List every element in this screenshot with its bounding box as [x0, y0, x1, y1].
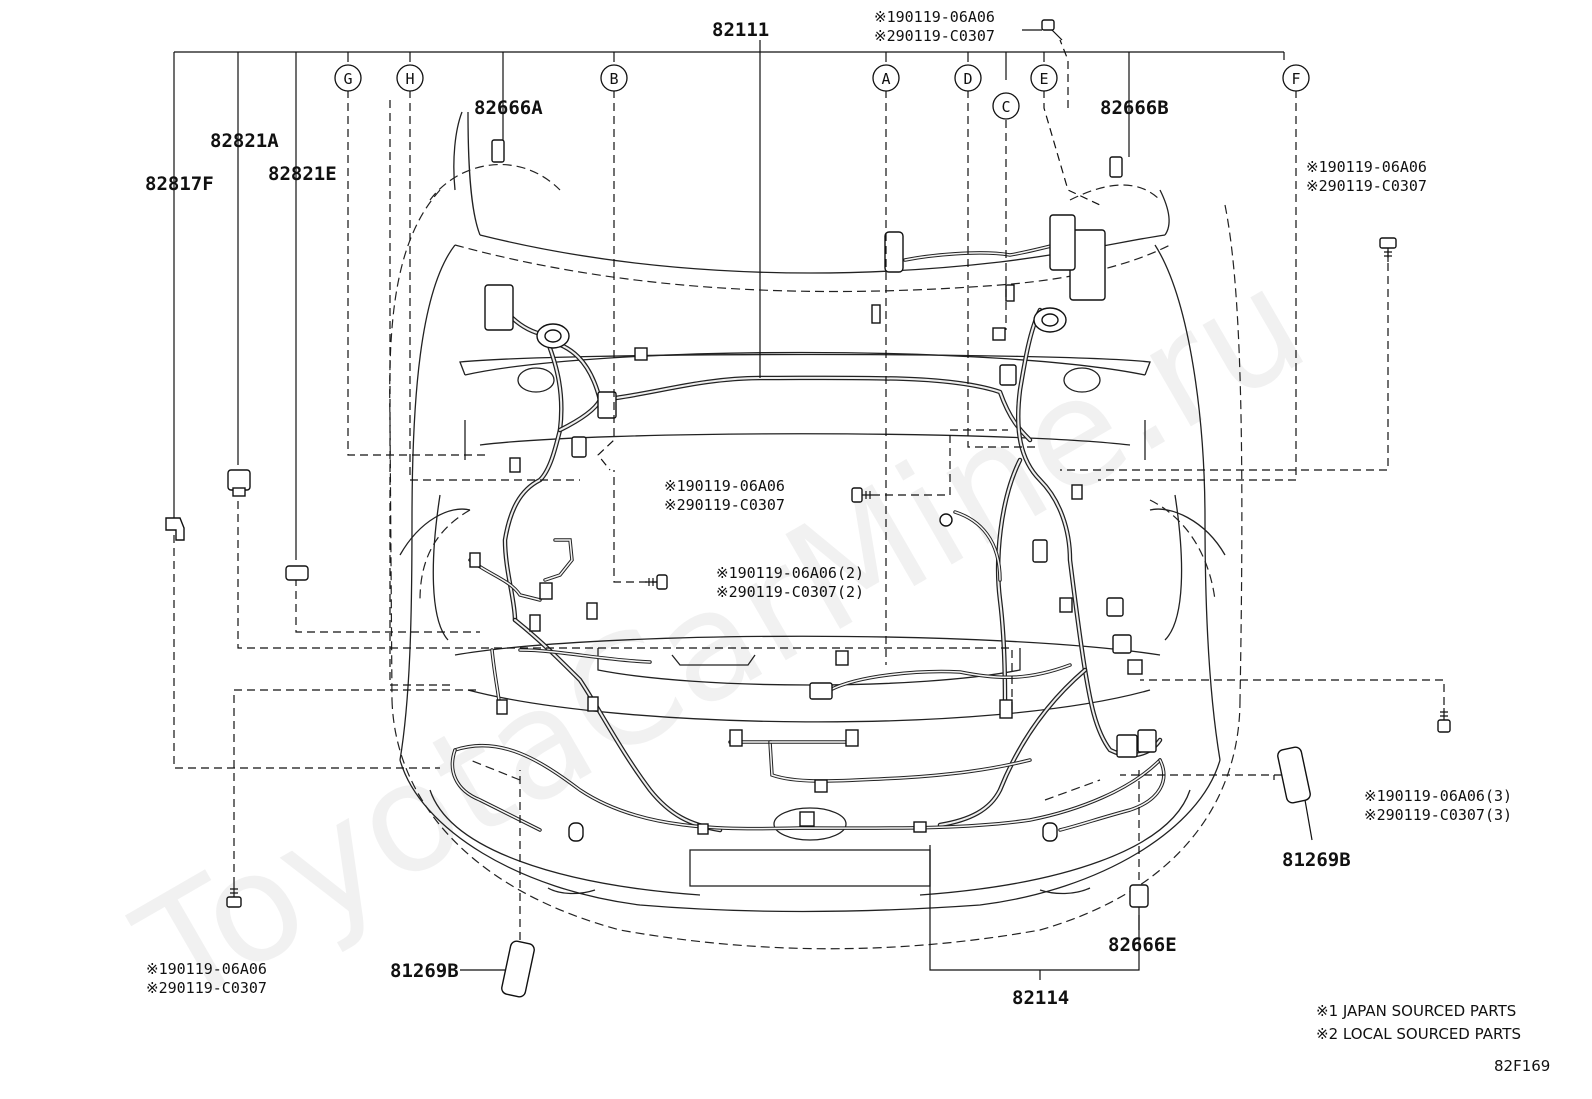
callout-right-upper-line1: ※190119-06A06	[1306, 158, 1427, 176]
part-labels: 82111 82666A 82666B 82821A 82821E 82817F…	[145, 19, 1351, 1009]
callout-center-line1: ※190119-06A06	[664, 477, 785, 495]
callout-right-lower-line2: ※290119-C0307(3)	[1364, 806, 1512, 824]
marker-b: B	[600, 64, 628, 92]
callout-center-line2: ※290119-C0307	[664, 496, 785, 514]
watermark: ToyotaCarMine.ru	[110, 235, 1333, 1041]
engine-room-wire-harness	[450, 233, 1166, 833]
protector-81269b-left-icon	[501, 940, 535, 998]
svg-text:G: G	[343, 70, 352, 88]
label-82666a: 82666A	[474, 97, 543, 119]
clamp-82666e-icon	[1129, 884, 1149, 908]
label-81269b-left: 81269B	[390, 960, 459, 982]
svg-text:E: E	[1039, 70, 1048, 88]
bolt-icon	[645, 574, 668, 590]
clamp-82817f-icon	[165, 517, 185, 541]
marker-h: H	[396, 64, 424, 92]
label-82817f: 82817F	[145, 173, 214, 195]
marker-g: G	[334, 64, 362, 92]
label-82114: 82114	[1012, 987, 1069, 1009]
callout-left-lower-line1: ※190119-06A06	[146, 960, 267, 978]
label-82666e: 82666E	[1108, 934, 1177, 956]
callout-right-upper-line2: ※290119-C0307	[1306, 177, 1427, 195]
legend-line-1: ※1 JAPAN SOURCED PARTS	[1316, 1002, 1516, 1020]
svg-text:B: B	[609, 70, 618, 88]
marker-c: C	[992, 92, 1020, 120]
label-82821a: 82821A	[210, 130, 279, 152]
bolt-icon	[226, 885, 242, 908]
legend: ※1 JAPAN SOURCED PARTS ※2 LOCAL SOURCED …	[1316, 1002, 1521, 1043]
legend-line-2: ※2 LOCAL SOURCED PARTS	[1316, 1025, 1521, 1043]
vehicle-body-outline	[389, 111, 1243, 950]
marker-a: A	[872, 64, 900, 92]
bolt-icon	[1379, 237, 1397, 262]
part-icons	[165, 19, 1451, 998]
clamp-82821e-icon	[285, 565, 309, 581]
clamp-82821a-icon	[227, 469, 251, 497]
label-82666b: 82666B	[1100, 97, 1169, 119]
callout-right-lower-line1: ※190119-06A06(3)	[1364, 787, 1512, 805]
figure-code: 82F169	[1494, 1057, 1550, 1075]
svg-text:A: A	[881, 70, 890, 88]
callout-center-lower-line1: ※190119-06A06(2)	[716, 564, 864, 582]
callout-top-line2: ※290119-C0307	[874, 27, 995, 45]
label-82821e: 82821E	[268, 163, 337, 185]
marker-d: D	[954, 64, 982, 92]
svg-text:D: D	[963, 70, 972, 88]
callout-center-lower-line2: ※290119-C0307(2)	[716, 583, 864, 601]
callout-top-line1: ※190119-06A06	[874, 8, 995, 26]
letter-markers: G H B A D C E F	[334, 64, 1310, 120]
bolt-icon	[1041, 19, 1063, 41]
marker-e: E	[1030, 64, 1058, 92]
bolt-callouts: ※190119-06A06 ※290119-C0307 ※190119-06A0…	[146, 8, 1512, 997]
protector-81269b-right-icon	[1277, 746, 1311, 804]
harness-connectors	[469, 139, 1157, 842]
label-82111: 82111	[712, 19, 769, 41]
marker-f: F	[1282, 64, 1310, 92]
svg-text:F: F	[1291, 70, 1300, 88]
label-81269b-right: 81269B	[1282, 849, 1351, 871]
bolt-icon	[851, 487, 872, 503]
callout-left-lower-line2: ※290119-C0307	[146, 979, 267, 997]
leader-lines	[173, 29, 1445, 980]
svg-text:C: C	[1001, 98, 1010, 116]
harness-grommets	[484, 214, 1106, 349]
bolt-icon	[1437, 708, 1451, 733]
svg-text:H: H	[405, 70, 414, 88]
